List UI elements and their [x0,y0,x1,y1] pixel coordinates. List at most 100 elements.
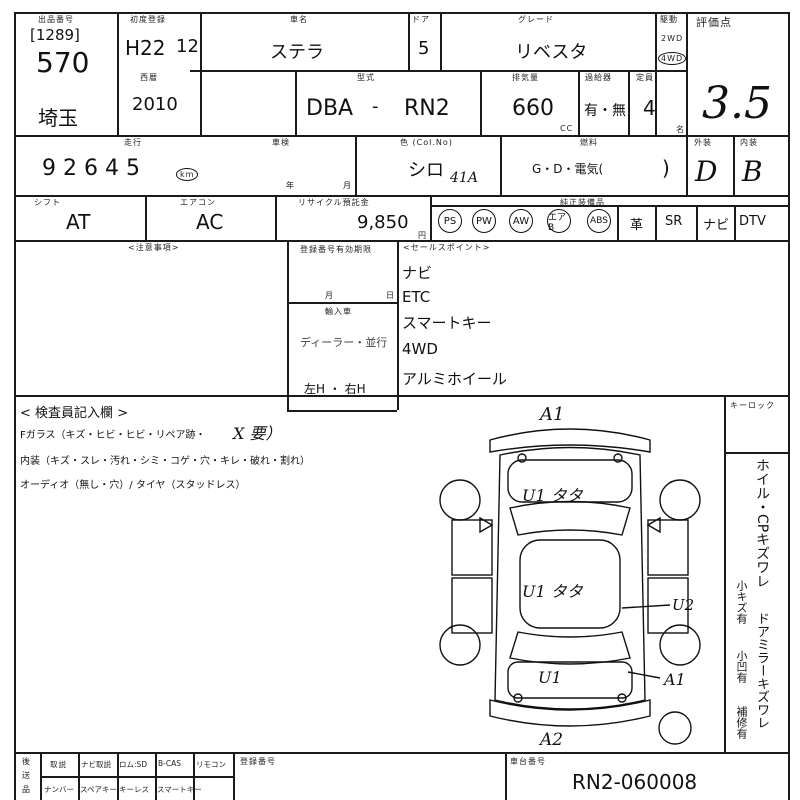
inspector-title: < 検査員記入欄 > [20,406,129,421]
mileage: 9 2 6 4 5 [42,156,140,181]
score: 3.5 [702,78,772,129]
steering-side: 左H ・ 右H [304,382,366,396]
recycle-label: リサイクル預託金 [298,198,370,207]
color: シロ [408,160,444,181]
taillamp-right [617,693,627,703]
spare-tyre [658,711,692,745]
windshield [509,500,631,536]
capacity-unit: 名 [676,125,685,134]
lot-number-label: 出品番号 [38,15,74,24]
inspector-note-vertical-5: 補修有 [735,706,748,739]
equip-abs: ABS [587,209,611,233]
displacement-unit: CC [560,124,574,133]
interior: B [742,155,763,188]
color-code: 41A [450,170,478,186]
damage-mark-4: U2 [672,596,695,614]
reg-day-label: 日 [386,291,395,300]
damage-mark-5: U1 [538,668,562,687]
equip-leather: 革 [630,218,644,233]
footer-smart-key: スマートキー [157,785,202,794]
footer-reg-number-label: 登録番号 [240,757,276,766]
color-label: 色 (Col.No) [400,138,453,147]
shift: AT [66,210,91,234]
mirror-right [646,516,661,534]
capacity-label: 定員 [636,73,654,82]
capacity: 4 [643,96,656,120]
reg-month-label: 月 [325,291,334,300]
damage-mark-7: A2 [540,730,564,750]
drive-4wd: 4WD [658,52,687,65]
equip-airbag: エアB [547,209,571,233]
inspector-note-vertical-4: 小凹有 [735,650,748,683]
drive-label: 駆動 [660,15,678,24]
equip-ps: PS [438,209,462,233]
footer-label-2: 品 [22,785,31,794]
footer-chassis-label: 車台番号 [510,757,546,766]
door-label: ドア [412,15,430,24]
model-dash: - [372,96,379,117]
wheel-rear-left [439,624,481,666]
sales-point-4: 4WD [402,340,438,358]
equip-aw: AW [509,209,533,233]
region: 埼玉 [38,106,78,130]
taillamp-left [513,693,523,703]
shift-label: シフト [34,198,61,207]
reg-expiry-label: 登録番号有効期限 [300,245,372,254]
model-prefix: DBA [306,96,354,121]
equip-navi: ナビ [703,218,730,233]
wheel-rear-right [659,624,701,666]
lot-number: 570 [36,46,90,79]
recycle: 9,850 [357,212,409,233]
mileage-label: 走行 [124,138,142,147]
footer-navi-manual: ナビ取説 [81,760,111,769]
front-bumper [489,428,651,453]
inspector-note-vertical-2: 小キズ有 [735,580,748,624]
ac: AC [196,210,224,234]
car-name: ステラ [270,42,324,63]
type-label: 型式 [357,73,375,82]
chassis-number: RN2-060008 [572,770,698,794]
footer-label-1: 送 [22,771,31,780]
footer-remote: リモコン [196,760,226,769]
exterior-label: 外装 [694,138,712,147]
inspector-note-vertical-3: ドアミラーキズワレ [754,612,769,729]
exterior: D [695,155,718,188]
tailgate [507,661,633,699]
grade-label: グレード [518,15,554,24]
year: 2010 [132,94,178,115]
inspector-line-1-hand: X 要） [233,424,282,443]
fuel-close: ) [662,156,670,180]
fuel-label: 燃料 [580,138,598,147]
rear-window [509,631,631,665]
mileage-unit: km [176,168,199,181]
first-reg-month: 12 [176,36,199,57]
equip-sr: SR [665,214,683,229]
displacement: 660 [512,96,554,121]
rear-bumper [489,699,651,727]
equip-dtv: DTV [739,214,766,229]
wheel-front-left [439,479,481,521]
inspector-line-2: 内装（キズ・スレ・汚れ・シミ・コゲ・穴・キレ・破れ・割れ） [20,456,310,467]
left-rear-door [451,577,493,634]
import-label: 輸入車 [325,307,352,316]
inspector-note-vertical: ホイル・CPキズワレ [754,458,770,589]
right-front-door [647,519,689,576]
grade: リベスタ [515,42,588,63]
equip-pw: PW [472,209,496,233]
lot-bracket: [1289] [30,26,80,44]
footer-keyless: キーレス [119,785,149,794]
inspection-label: 車検 [272,138,290,147]
body-outline [494,446,646,710]
roof [519,539,621,629]
leader-u2 [621,604,671,609]
damage-mark-6: A1 [664,670,686,689]
sales-label: <セールスポイント> [403,243,491,252]
equip-label: 純正装備品 [560,198,605,207]
turbo-label: 過給器 [585,73,612,82]
sales-point-1: ナビ [402,264,433,282]
headlamp-right [613,453,623,463]
damage-mark-1: A1 [540,404,565,425]
damage-mark-2: U1 タタ [522,486,583,505]
inspection-year: 年 [286,181,295,190]
footer-rom-sd: ロム:SD [119,760,148,769]
